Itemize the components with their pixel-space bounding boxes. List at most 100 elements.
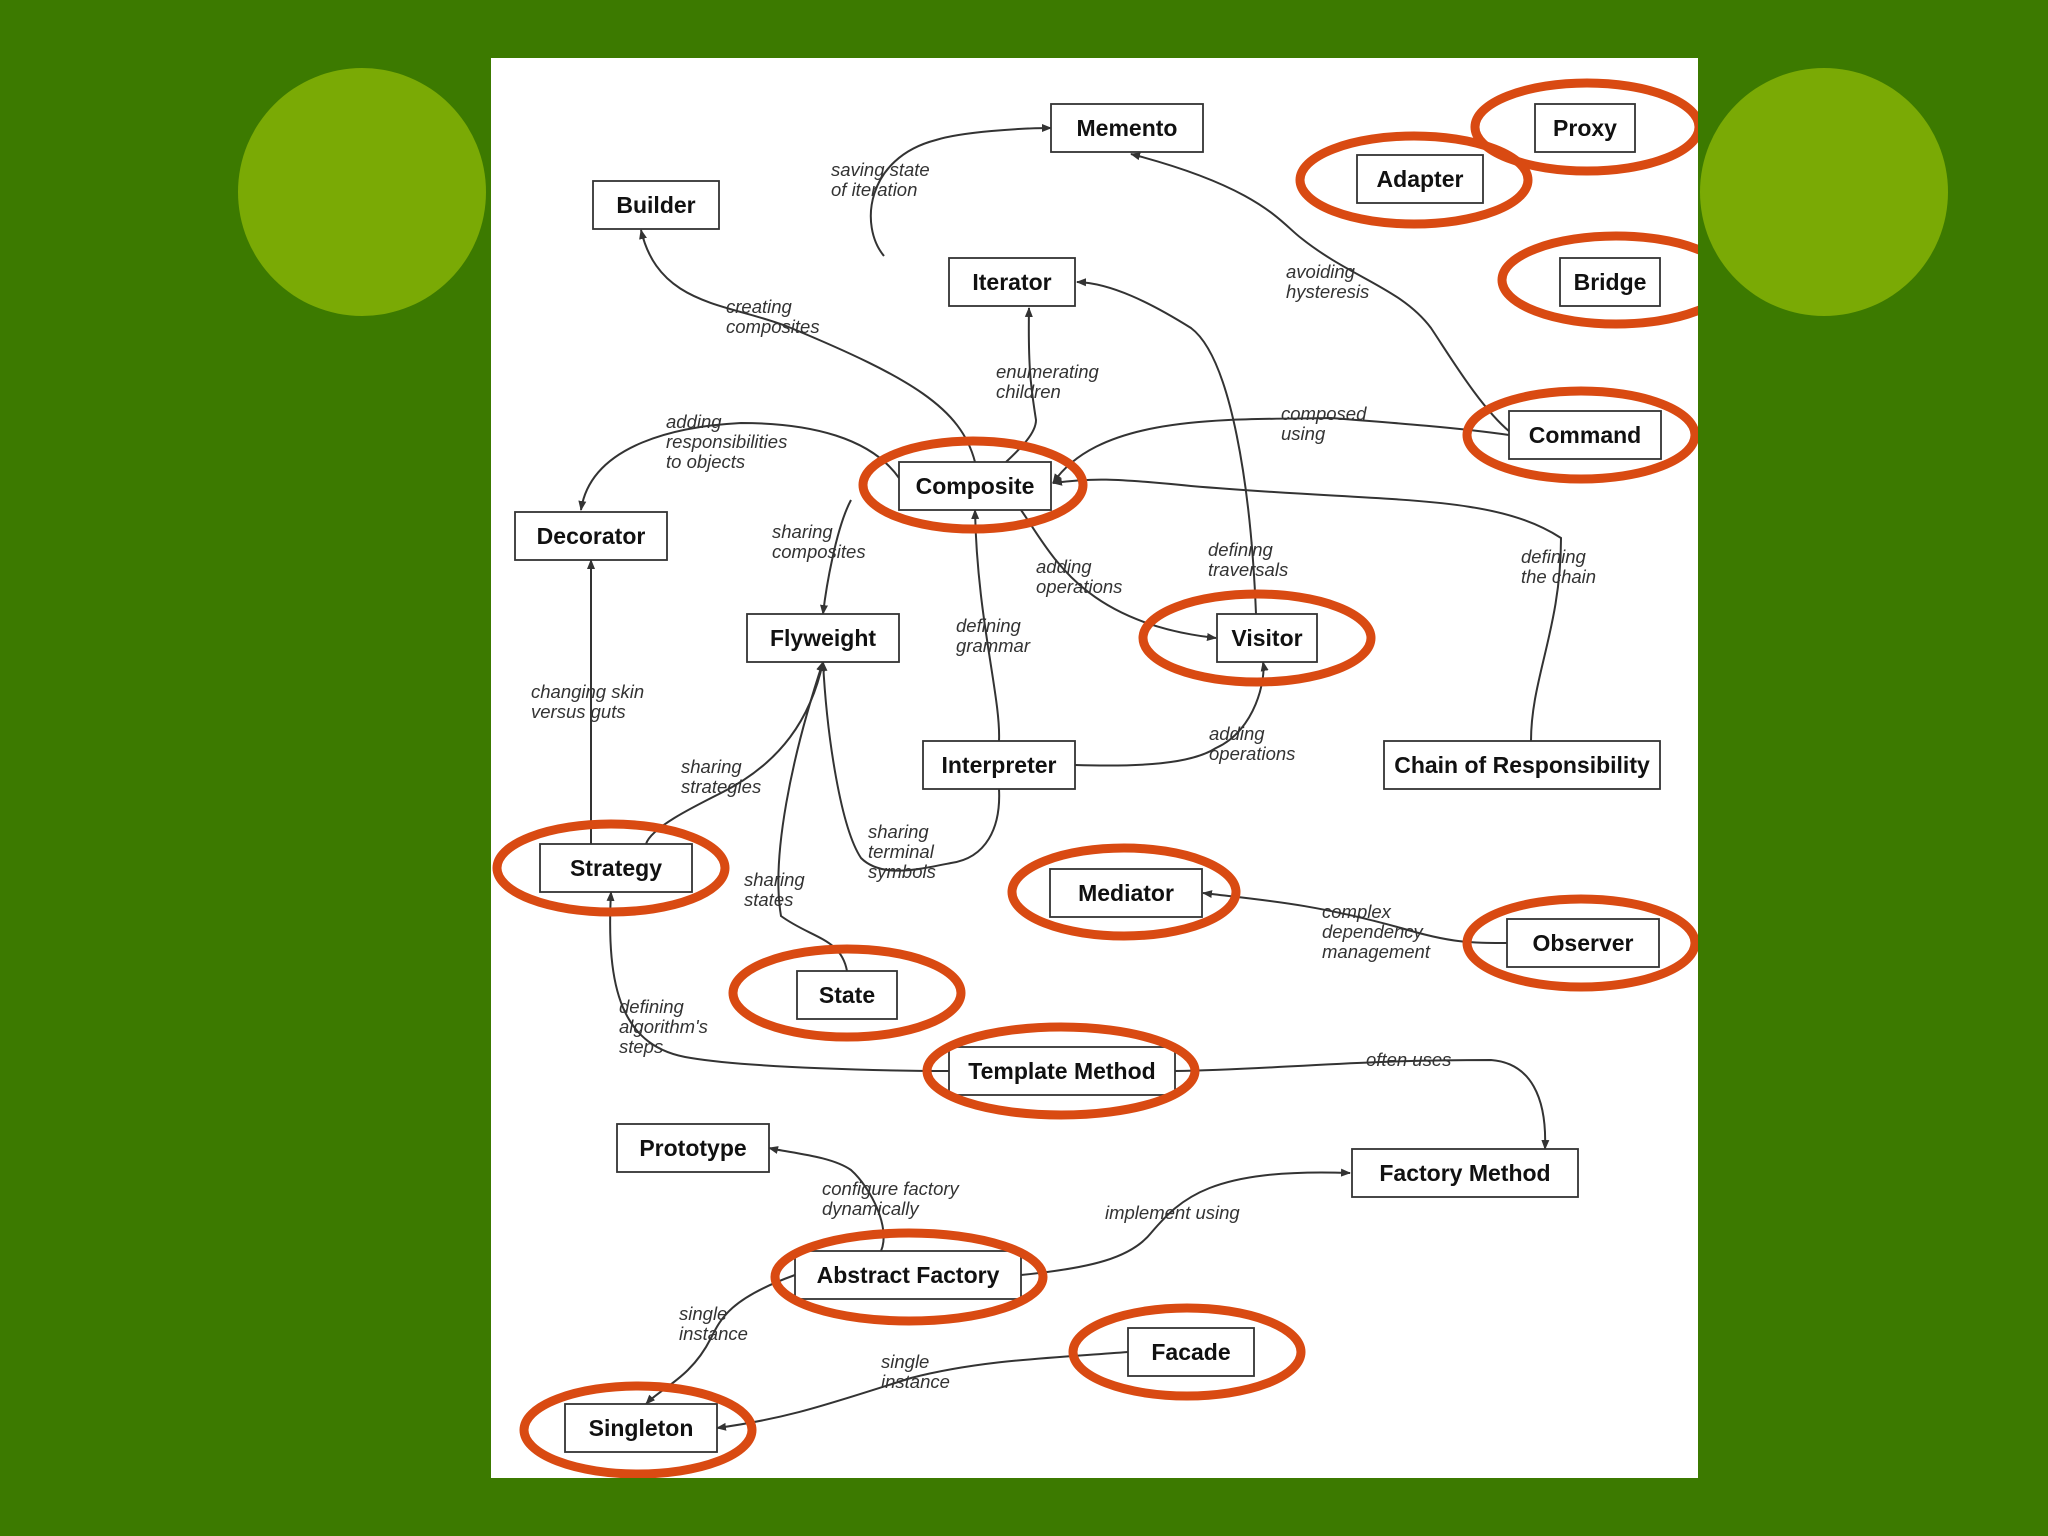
pattern-box-frame — [794, 1250, 1022, 1300]
pattern-box-frame — [1049, 868, 1203, 918]
edge-composite-to-decorator — [578, 421, 900, 511]
edge-abstract-factory-to-factory-method — [1020, 1168, 1351, 1276]
pattern-box-frame — [948, 1046, 1176, 1096]
pattern-box-bridge: Bridge — [1559, 257, 1661, 307]
pattern-box-builder: Builder — [592, 180, 720, 230]
highlight-ring-singleton — [519, 1381, 757, 1478]
pattern-box-singleton: Singleton — [564, 1403, 718, 1453]
pattern-box-label: Observer — [1532, 930, 1633, 956]
highlight-ring-strategy — [492, 819, 730, 917]
pattern-box-label: Mediator — [1078, 880, 1174, 906]
edge-observer-to-mediator — [1202, 890, 1508, 944]
pattern-box-prototype: Prototype — [616, 1123, 770, 1173]
pattern-box-state: State — [796, 970, 898, 1020]
pattern-box-factory-method: Factory Method — [1351, 1148, 1579, 1198]
pattern-box-interpreter: Interpreter — [922, 740, 1076, 790]
pattern-box-frame — [1127, 1327, 1255, 1377]
pattern-box-strategy: Strategy — [539, 843, 693, 893]
left-decor-circle — [238, 68, 486, 316]
pattern-box-frame — [514, 511, 668, 561]
pattern-box-frame — [1506, 918, 1660, 968]
pattern-box-visitor: Visitor — [1216, 613, 1318, 663]
pattern-box-label: Decorator — [537, 523, 646, 549]
pattern-box-command: Command — [1508, 410, 1662, 460]
pattern-box-label: Command — [1529, 422, 1641, 448]
pattern-box-frame — [1050, 103, 1204, 153]
edge-visitor-to-iterator — [1076, 278, 1257, 615]
pattern-box-label: Interpreter — [941, 752, 1056, 778]
pattern-box-label: Facade — [1151, 1339, 1230, 1365]
pattern-box-label: Iterator — [972, 269, 1051, 295]
edge-composite-to-flyweight — [820, 499, 852, 615]
pattern-box-facade: Facade — [1127, 1327, 1255, 1377]
highlight-ring-visitor — [1138, 589, 1376, 687]
pattern-box-label: Strategy — [570, 855, 662, 881]
pattern-box-frame — [564, 1403, 718, 1453]
pattern-box-frame — [1559, 257, 1661, 307]
edge-label-abstract-factory-to-factory-method: implement using — [1105, 1202, 1240, 1223]
pattern-box-observer: Observer — [1506, 918, 1660, 968]
pattern-box-frame — [539, 843, 693, 893]
pattern-box-frame — [1534, 103, 1636, 153]
pattern-box-label: State — [819, 982, 875, 1008]
edge-facade-to-singleton — [716, 1351, 1129, 1431]
highlight-ring-observer — [1462, 894, 1698, 992]
pattern-box-flyweight: Flyweight — [746, 613, 900, 663]
highlight-ring-composite — [858, 436, 1088, 534]
pattern-box-frame — [948, 257, 1076, 307]
pattern-box-label: Builder — [616, 192, 695, 218]
pattern-box-frame — [898, 461, 1052, 511]
pattern-box-composite: Composite — [898, 461, 1052, 511]
edge-composite-to-visitor — [1020, 509, 1217, 641]
pattern-box-label: Flyweight — [770, 625, 876, 651]
edge-state-to-flyweight — [777, 661, 848, 972]
pattern-box-iterator: Iterator — [948, 257, 1076, 307]
pattern-box-mediator: Mediator — [1049, 868, 1203, 918]
edge-label-template-to-factory-method: often uses — [1366, 1049, 1451, 1070]
pattern-box-decorator: Decorator — [514, 511, 668, 561]
edge-command-to-memento — [1130, 152, 1511, 433]
pattern-box-label: Singleton — [589, 1415, 694, 1441]
edge-interpreter-to-composite — [971, 509, 1001, 742]
pattern-box-frame — [616, 1123, 770, 1173]
pattern-box-label: Memento — [1077, 115, 1178, 141]
pattern-box-label: Template Method — [968, 1058, 1155, 1084]
pattern-box-memento: Memento — [1050, 103, 1204, 153]
edge-template-to-factory-method — [1174, 1058, 1550, 1150]
pattern-box-label: Composite — [916, 473, 1035, 499]
edge-composite-to-builder — [639, 229, 976, 463]
highlight-ring-bridge — [1497, 231, 1698, 329]
edge-interpreter-to-flyweight — [819, 661, 1001, 872]
pattern-box-template: Template Method — [948, 1046, 1176, 1096]
highlight-ring-command — [1462, 386, 1698, 484]
pattern-box-frame — [746, 613, 900, 663]
pattern-box-label: Prototype — [639, 1135, 746, 1161]
pattern-box-label: Chain of Responsibility — [1394, 752, 1650, 778]
pattern-box-frame — [592, 180, 720, 230]
pattern-box-frame — [1508, 410, 1662, 460]
edge-template-to-strategy — [606, 891, 950, 1072]
pattern-box-label: Factory Method — [1379, 1160, 1550, 1186]
pattern-box-label: Visitor — [1231, 625, 1302, 651]
edge-command-to-composite — [1052, 416, 1510, 484]
highlight-ring-abstract-factory — [770, 1228, 1048, 1326]
edge-chain-to-composite — [1052, 477, 1563, 742]
pattern-box-label: Adapter — [1377, 166, 1464, 192]
